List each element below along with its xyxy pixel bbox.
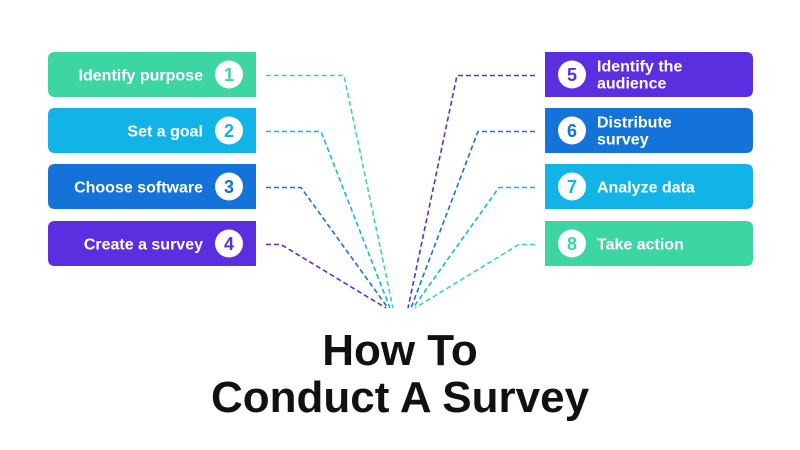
step-number-2: 2: [224, 121, 234, 141]
connector-lines: [266, 74, 535, 309]
step-label-6-line-2: survey: [597, 132, 649, 149]
step-box-5: [545, 52, 753, 97]
step-number-circle-1: [215, 60, 243, 89]
step-2: 2 Set a goal: [48, 108, 256, 153]
step-number-3: 3: [224, 177, 234, 197]
step-label-8: Take action: [597, 237, 684, 254]
step-1: 1 Identify purpose: [48, 52, 256, 97]
step-number-8: 8: [567, 234, 577, 254]
step-7: 7 Analyze data: [545, 164, 753, 209]
step-number-6: 6: [567, 121, 577, 141]
step-boxes: 1 Identify purpose 2 Set a goal 3 Choose soft…: [48, 52, 753, 266]
step-4: 4 Create a survey: [48, 221, 256, 266]
step-3: 3 Choose software: [48, 164, 256, 209]
connector-line-2: [266, 130, 391, 309]
step-label-3: Choose software: [74, 180, 203, 197]
step-number-circle-4: [215, 229, 243, 258]
step-box-6: [545, 108, 753, 153]
step-label-4: Create a survey: [84, 237, 203, 254]
step-label-5-line-2: audience: [597, 76, 666, 93]
connector-line-3: [266, 186, 389, 309]
connector-line-1: [266, 74, 394, 309]
step-8: 8 Take action: [545, 221, 753, 266]
step-number-circle-2: [215, 116, 243, 145]
step-label-6-line-1: Distribute: [597, 115, 672, 132]
step-box-3: [48, 164, 256, 209]
step-number-5: 5: [567, 65, 577, 85]
step-number-circle-6: [558, 116, 586, 145]
step-label-2: Set a goal: [127, 124, 203, 141]
connector-line-6: [410, 130, 535, 309]
step-label-7: Analyze data: [597, 180, 695, 197]
step-label-1: Identify purpose: [79, 68, 204, 85]
step-box-1: [48, 52, 256, 97]
step-box-4: [48, 221, 256, 266]
step-number-circle-3: [215, 172, 243, 201]
connector-line-4: [266, 243, 387, 309]
step-number-circle-5: [558, 60, 586, 89]
title-line-2: Conduct A Survey: [211, 373, 590, 422]
step-label-5-line-1: Identify the: [597, 59, 682, 76]
step-number-circle-8: [558, 229, 586, 258]
step-number-circle-7: [558, 172, 586, 201]
step-number-7: 7: [567, 177, 577, 197]
title-line-1: How To: [322, 326, 478, 375]
connector-line-8: [414, 243, 535, 309]
step-box-2: [48, 108, 256, 153]
step-number-4: 4: [224, 234, 234, 254]
step-number-1: 1: [224, 65, 234, 85]
step-box-7: [545, 164, 753, 209]
connector-line-5: [407, 74, 535, 309]
connector-line-7: [412, 186, 535, 309]
step-box-8: [545, 221, 753, 266]
